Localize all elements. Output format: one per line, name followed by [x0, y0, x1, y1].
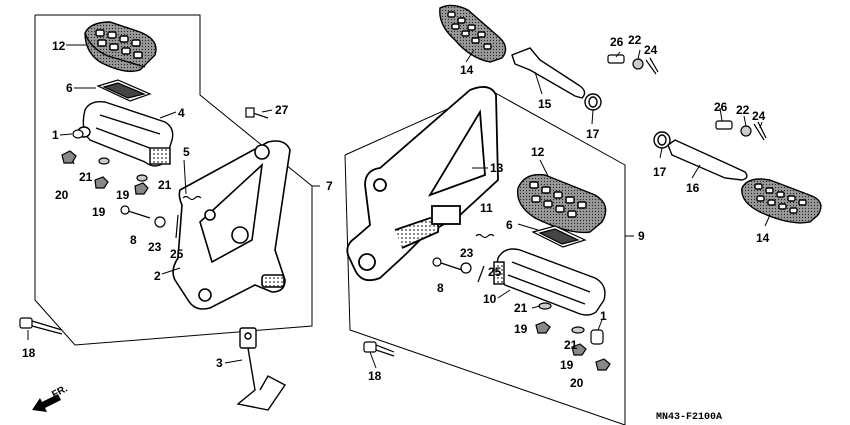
callout-6: 6 — [506, 218, 513, 232]
footpeg-body-left — [77, 100, 174, 167]
pin-set-top — [607, 54, 659, 75]
callout-7: 7 — [326, 179, 333, 193]
callout-20: 20 — [570, 376, 584, 390]
callout-18: 18 — [22, 346, 36, 360]
callout-24: 24 — [644, 43, 658, 57]
callout-1: 1 — [600, 309, 607, 323]
footpeg-bracket-left — [172, 140, 291, 310]
callout-8: 8 — [437, 281, 444, 295]
callout-16: 16 — [686, 181, 700, 195]
callout-22: 22 — [736, 103, 750, 117]
direction-label: FR. — [50, 383, 70, 400]
footpeg-rubber-left — [84, 21, 157, 73]
callout-21: 21 — [158, 178, 172, 192]
callout-8: 8 — [130, 233, 137, 247]
footpeg-bracket-right — [346, 86, 499, 282]
callout-6: 6 — [66, 81, 73, 95]
callout-14: 14 — [756, 231, 770, 245]
callout-21: 21 — [564, 338, 578, 352]
footpeg-16 — [667, 139, 748, 181]
callout-24: 24 — [752, 109, 766, 123]
washer-17-top — [584, 93, 602, 111]
small-parts-right — [432, 233, 611, 371]
callout-21: 21 — [514, 301, 528, 315]
washer-17-mid — [653, 131, 671, 149]
callout-19: 19 — [116, 188, 130, 202]
footpeg-rubber-right-bottom — [741, 178, 822, 224]
callout-20: 20 — [55, 188, 69, 202]
callout-1: 1 — [52, 128, 59, 142]
callout-11: 11 — [480, 201, 493, 215]
callout-19: 19 — [560, 358, 574, 372]
footpeg-rubber-right-top — [439, 4, 507, 63]
left-assembly-outline — [34, 14, 313, 346]
bolt-left — [19, 317, 63, 335]
callout-23: 23 — [148, 240, 162, 254]
callout-21: 21 — [79, 170, 93, 184]
callout-26: 26 — [610, 35, 624, 49]
callout-2: 2 — [154, 269, 161, 283]
rod-left — [236, 327, 287, 411]
footpeg-rubber-right — [516, 173, 607, 234]
callout-19: 19 — [514, 322, 528, 336]
callout-14: 14 — [460, 63, 474, 77]
rubber-plate-right — [531, 225, 587, 248]
leader-lines-left — [27, 44, 320, 364]
callout-25: 25 — [170, 247, 184, 261]
callout-3: 3 — [216, 356, 223, 370]
callout-27: 27 — [275, 103, 289, 117]
callout-4: 4 — [178, 106, 185, 120]
footpeg-body-right — [493, 248, 606, 316]
callout-10: 10 — [483, 292, 497, 306]
small-parts-left — [61, 107, 269, 239]
callout-19: 19 — [92, 205, 106, 219]
footpeg-15 — [511, 47, 586, 99]
callout-25: 25 — [488, 265, 502, 279]
diagram-code: MN43-F2100A — [656, 412, 722, 423]
rubber-plate-left — [96, 79, 152, 102]
callout-18: 18 — [368, 369, 382, 383]
callout-17: 17 — [586, 127, 600, 141]
callout-23: 23 — [460, 246, 474, 260]
callout-12: 12 — [531, 145, 545, 159]
callout-12: 12 — [52, 39, 66, 53]
pin-set-mid — [715, 120, 767, 141]
front-direction-arrow: FR. — [32, 383, 70, 412]
callout-22: 22 — [628, 33, 642, 47]
callout-15: 15 — [538, 97, 552, 111]
callout-5: 5 — [183, 145, 190, 159]
callout-9: 9 — [638, 229, 645, 243]
callout-17: 17 — [653, 165, 667, 179]
callout-13: 13 — [490, 161, 504, 175]
leader-lines-right — [369, 49, 771, 369]
callout-26: 26 — [714, 100, 728, 114]
